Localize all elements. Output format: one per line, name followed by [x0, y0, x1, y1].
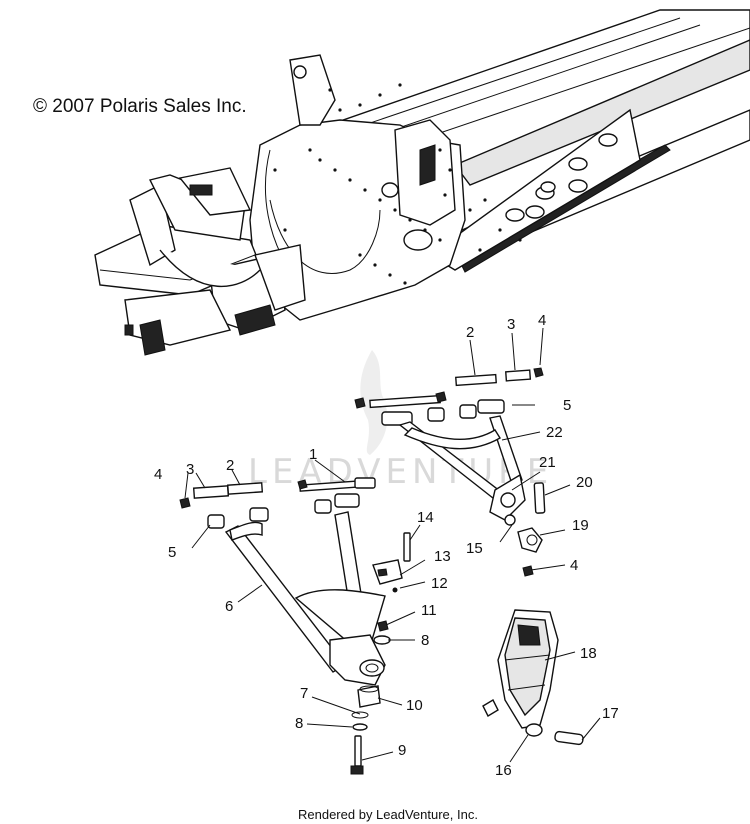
- callout-11: 11: [421, 602, 437, 619]
- callout-4: 4: [538, 312, 546, 329]
- callout-14: 14: [417, 509, 434, 526]
- callout-labels: 2 3 4 5 22 1 21 20 4 3 2 14 19 15 5 13 4…: [154, 312, 619, 779]
- lower-a-arm: [224, 511, 386, 686]
- callout-2: 2: [466, 324, 474, 341]
- upper-small-parts: [504, 482, 546, 577]
- rivet-holes: [273, 83, 522, 285]
- callout-22: 22: [546, 424, 563, 441]
- callout-6: 6: [225, 598, 233, 615]
- leader-lines: [184, 327, 601, 763]
- callout-13: 13: [434, 548, 451, 565]
- callout-2: 2: [226, 457, 234, 474]
- callout-19: 19: [572, 517, 589, 534]
- callout-16: 16: [495, 762, 512, 779]
- callout-17: 17: [602, 705, 619, 722]
- callout-18: 18: [580, 645, 597, 662]
- callout-7: 7: [300, 685, 308, 702]
- callout-4: 4: [570, 557, 578, 574]
- callout-3: 3: [186, 461, 194, 478]
- callout-20: 20: [576, 474, 593, 491]
- upper-hardware-left: [179, 477, 376, 529]
- callout-8: 8: [295, 715, 303, 732]
- upper-a-arm: [398, 415, 526, 521]
- spindle-assembly: [482, 609, 584, 746]
- copyright-text: © 2007 Polaris Sales Inc.: [33, 96, 247, 117]
- callout-9: 9: [398, 742, 406, 759]
- callout-15: 15: [466, 540, 483, 557]
- callout-8: 8: [421, 632, 429, 649]
- callout-21: 21: [539, 454, 556, 471]
- callout-5: 5: [168, 544, 176, 561]
- watermark-text: LEADVENTURE: [248, 452, 553, 492]
- callout-4: 4: [154, 466, 162, 483]
- callout-1: 1: [309, 446, 317, 463]
- chassis-frame: [94, 9, 750, 356]
- callout-10: 10: [406, 697, 423, 714]
- callout-12: 12: [431, 575, 448, 592]
- callout-3: 3: [507, 316, 515, 333]
- lower-small-parts: [350, 532, 411, 775]
- callout-5: 5: [563, 397, 571, 414]
- footer-credit: Rendered by LeadVenture, Inc.: [298, 807, 478, 822]
- upper-hardware-right: [354, 367, 544, 426]
